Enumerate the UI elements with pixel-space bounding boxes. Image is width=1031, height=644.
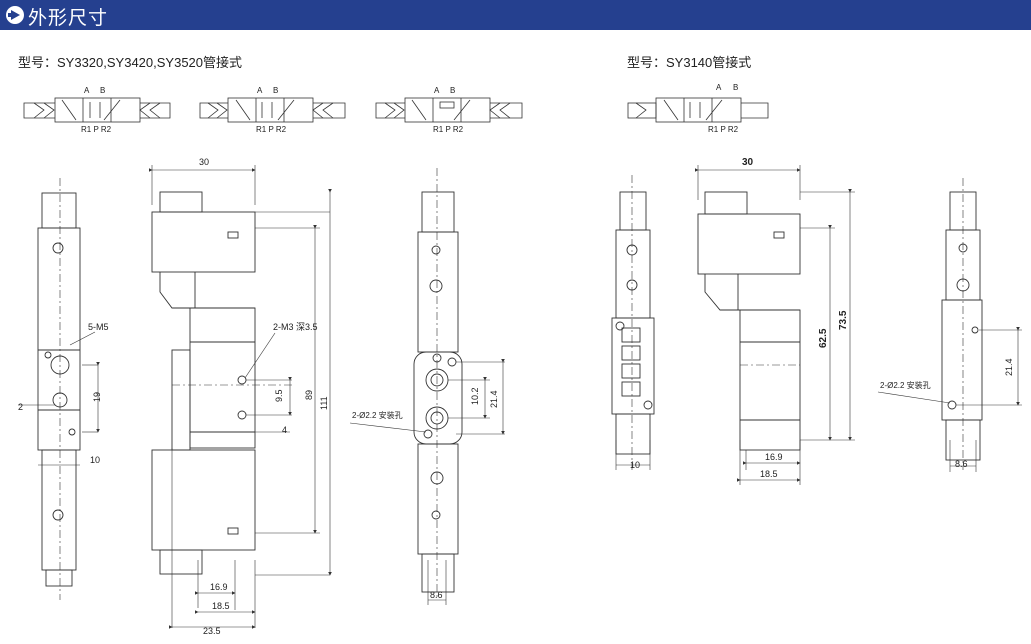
dim-5m5: 5-M5	[88, 322, 109, 332]
dim-30-left: 30	[199, 157, 209, 167]
valve-symbol-4	[627, 97, 769, 123]
port-label-bottom-1: R1 P R2	[81, 125, 112, 134]
dim-8-6-right: 8.6	[955, 459, 968, 469]
port-label-a-1: A	[84, 86, 90, 95]
dim-21-4-right: 21.4	[1004, 358, 1014, 376]
model-label-right: 型号：SY3140管接式	[627, 55, 752, 70]
port-label-b-2: B	[273, 86, 278, 95]
port-label-a-2: A	[257, 86, 263, 95]
section-title: 外形尺寸	[28, 8, 109, 29]
port-label-b-3: B	[450, 86, 455, 95]
port-label-a-3: A	[434, 86, 440, 95]
dim-4: 4	[282, 425, 287, 435]
dim-30-right: 30	[742, 157, 754, 168]
dim-62-5: 62.5	[818, 328, 829, 348]
front-view-1	[18, 178, 100, 600]
port-label-bottom-2: R1 P R2	[256, 125, 287, 134]
dim-2: 2	[18, 402, 23, 412]
dim-18-5-right: 18.5	[760, 469, 778, 479]
arrow-right-icon	[6, 6, 24, 24]
dim-18-5-left: 18.5	[212, 601, 230, 611]
valve-symbol-1	[23, 97, 171, 123]
port-label-b-4: B	[733, 83, 738, 92]
front-view-4	[877, 178, 1022, 472]
dim-hole-right: 2-Ø2.2 安装孔	[880, 380, 931, 390]
dim-9-5: 9.5	[274, 389, 284, 402]
front-view-3	[611, 175, 655, 470]
dim-73-5: 73.5	[838, 310, 849, 330]
dim-10-2: 10.2	[470, 387, 480, 405]
port-label-b-1: B	[100, 86, 105, 95]
valve-symbol-3	[375, 97, 523, 123]
port-label-bottom-4: R1 P R2	[708, 125, 739, 134]
section-header: 外形尺寸	[0, 0, 1031, 30]
dim-10-left: 10	[90, 455, 100, 465]
dim-16-9-left: 16.9	[210, 582, 228, 592]
port-label-a-4: A	[716, 83, 722, 92]
dim-m3: 2-M3 深3.5	[273, 322, 318, 332]
dim-19: 19	[92, 392, 102, 402]
dim-8-6-left: 8.6	[430, 590, 443, 600]
port-label-bottom-3: R1 P R2	[433, 125, 464, 134]
side-view-1	[149, 165, 332, 629]
dim-16-9-right: 16.9	[765, 452, 783, 462]
dim-10-right: 10	[630, 460, 640, 470]
dim-hole-left: 2-Ø2.2 安装孔	[352, 410, 403, 420]
side-view-2	[695, 165, 855, 485]
valve-symbol-2	[199, 97, 346, 123]
dim-111: 111	[319, 396, 329, 410]
front-view-2	[349, 168, 505, 605]
dim-21-4-left: 21.4	[489, 390, 499, 408]
dim-89: 89	[304, 390, 314, 400]
model-label-left: 型号：SY3320,SY3420,SY3520管接式	[18, 55, 243, 70]
dim-23-5: 23.5	[203, 626, 221, 636]
